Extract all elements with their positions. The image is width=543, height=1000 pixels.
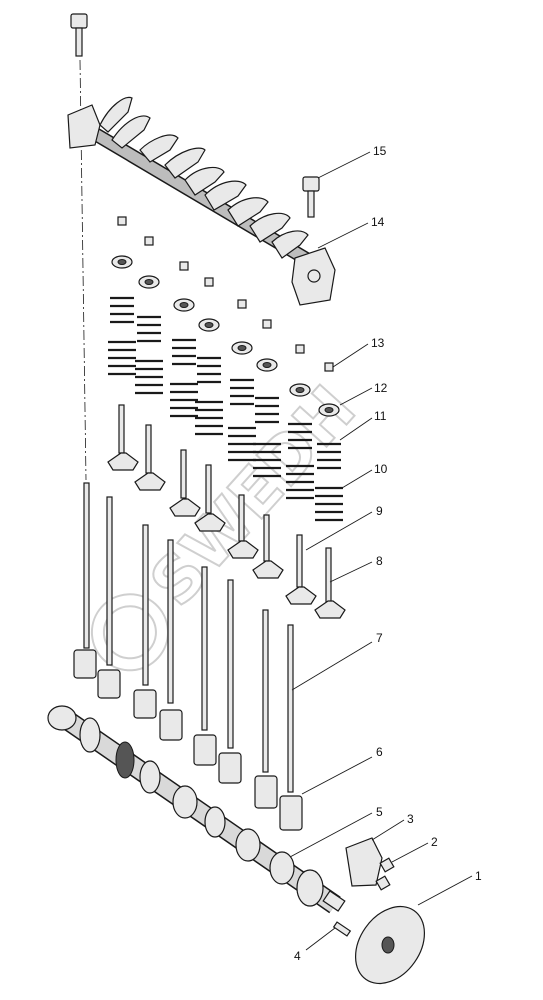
callout-8: 8 [376, 554, 383, 568]
callout-6: 6 [376, 745, 383, 759]
valve-column-1 [107, 216, 139, 471]
callouts: 1 2 3 4 5 6 7 8 9 10 11 12 13 14 15 [289, 144, 482, 963]
callout-13: 13 [371, 336, 385, 350]
callout-7: 7 [376, 631, 383, 645]
camshaft [47, 705, 346, 914]
timing-plate-1 [354, 905, 426, 985]
valve-column-5 [227, 299, 259, 559]
valve-column-8 [314, 362, 346, 619]
valve-column-3 [169, 261, 201, 517]
callout-15: 15 [373, 144, 387, 158]
callout-9: 9 [376, 504, 383, 518]
pushrod-1 [73, 482, 97, 679]
valve-column-7 [285, 344, 317, 605]
center-line [79, 59, 87, 481]
valve-column-6 [252, 319, 284, 579]
callout-11: 11 [374, 409, 387, 423]
pushrod-2 [97, 496, 121, 699]
valve-column-4 [194, 277, 226, 532]
pushrod-8 [279, 624, 303, 831]
callout-10: 10 [374, 462, 388, 476]
callout-5: 5 [376, 805, 383, 819]
callout-4: 4 [294, 949, 301, 963]
rocker-shaft-assembly [67, 96, 336, 306]
valve-column-2 [134, 236, 166, 491]
callout-1: 1 [475, 869, 482, 883]
pushrod-6 [218, 579, 242, 784]
valve-train-group [107, 216, 346, 619]
callout-2: 2 [431, 835, 438, 849]
thrust-plate-3 [345, 837, 383, 887]
callout-14: 14 [371, 215, 385, 229]
pushrod-7 [254, 609, 278, 809]
bolt-15 [302, 176, 320, 218]
pushrod-3 [133, 524, 157, 719]
pushrod-4 [159, 539, 183, 741]
bolt-2 [375, 857, 395, 891]
pushrod-lifter-group [73, 482, 303, 831]
callout-12: 12 [374, 381, 388, 395]
pushrod-5 [193, 566, 217, 766]
top-bolt [70, 13, 88, 57]
key-4 [332, 921, 352, 937]
callout-3: 3 [407, 812, 414, 826]
